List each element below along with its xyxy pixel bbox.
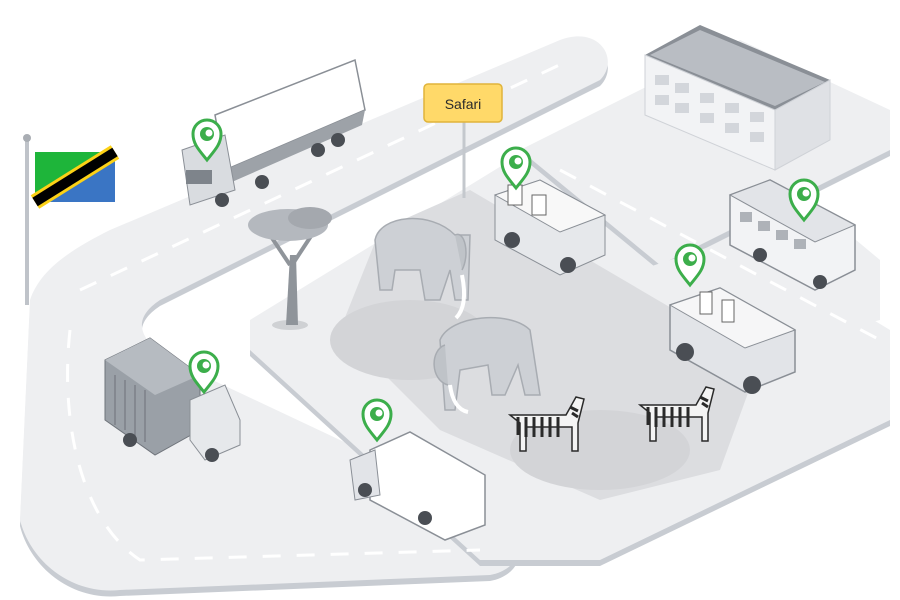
office-building-icon bbox=[644, 25, 831, 171]
tanzania-flag-icon bbox=[23, 134, 120, 305]
container-truck-icon bbox=[104, 337, 241, 462]
truck-icon bbox=[181, 58, 366, 207]
acacia-tree-icon bbox=[248, 207, 332, 330]
elephant-icon bbox=[374, 217, 471, 320]
bus-icon bbox=[728, 179, 857, 291]
elephant-icon bbox=[433, 317, 541, 414]
safari-jeep-icon bbox=[493, 179, 607, 276]
safari-sign: Safari bbox=[423, 83, 503, 198]
safari-jeep-icon bbox=[668, 287, 797, 394]
safari-sign-label: Safari bbox=[445, 96, 482, 112]
box-truck-icon bbox=[349, 431, 486, 541]
